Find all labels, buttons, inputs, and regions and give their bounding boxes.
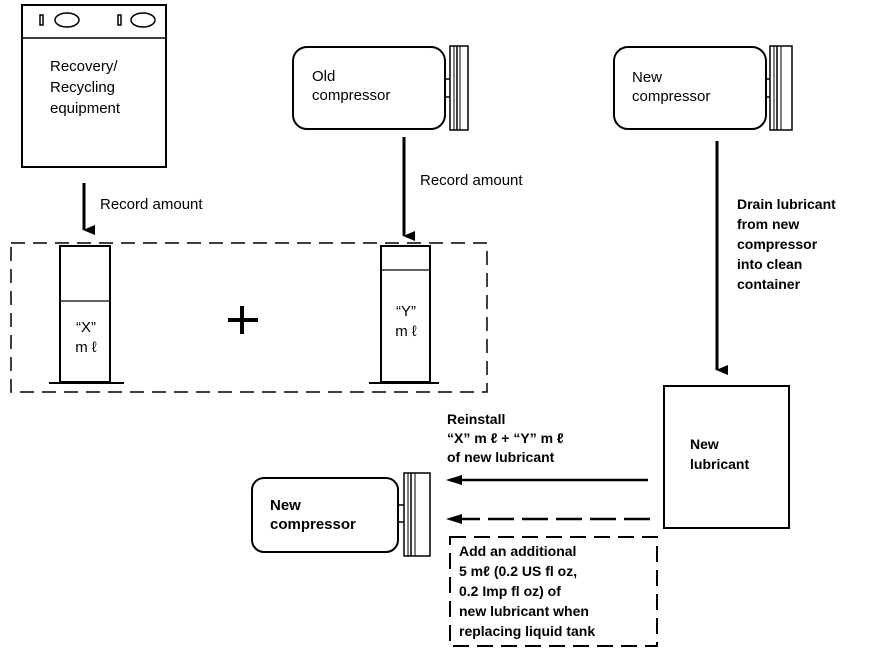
reinstall-label: Reinstall “X” m ℓ + “Y” m ℓ of new lubri… — [447, 411, 564, 465]
additional-lubricant-note: Add an additional 5 mℓ (0.2 US fl oz, 0.… — [459, 543, 596, 639]
pulley-icon — [769, 45, 793, 131]
measuring-group — [10, 242, 488, 393]
indicator-icon — [39, 14, 44, 26]
note-box — [449, 536, 658, 647]
arrow-reinstall — [446, 475, 648, 485]
record-amount-label-right: Record amount — [420, 172, 523, 189]
old-compressor-label: Old compressor — [312, 68, 391, 104]
new-compressor-bottom-label: New compressor — [270, 497, 356, 533]
new-compressor-top-label: New compressor — [632, 69, 711, 105]
pulley-icon — [449, 45, 469, 131]
plus-icon — [228, 306, 258, 334]
measuring-cylinder-x — [49, 245, 124, 384]
arrow-additional — [446, 514, 650, 524]
new-lubricant-label: New lubricant — [690, 436, 750, 472]
gauge-icon — [130, 12, 156, 28]
old-compressor — [292, 45, 469, 131]
new-compressor-top — [613, 45, 793, 131]
indicator-icon — [117, 14, 122, 26]
recovery-recycling-equipment — [21, 4, 167, 168]
record-amount-label-left: Record amount — [100, 196, 203, 213]
pulley-icon — [403, 472, 431, 557]
gauge-icon — [54, 12, 80, 28]
arrowhead-left-icon — [446, 475, 462, 485]
cylinder-y-label: “Y” m ℓ — [395, 303, 417, 340]
new-compressor-bottom — [251, 472, 431, 557]
drain-lubricant-label: Drain lubricant from new compressor into… — [737, 196, 836, 292]
arrowhead-left-icon — [446, 514, 462, 524]
cylinder-x-label: “X” m ℓ — [75, 319, 97, 356]
measuring-cylinder-y — [369, 245, 439, 384]
recovery-equipment-label: Recovery/ Recycling equipment — [50, 58, 121, 117]
new-lubricant-container — [663, 385, 790, 529]
